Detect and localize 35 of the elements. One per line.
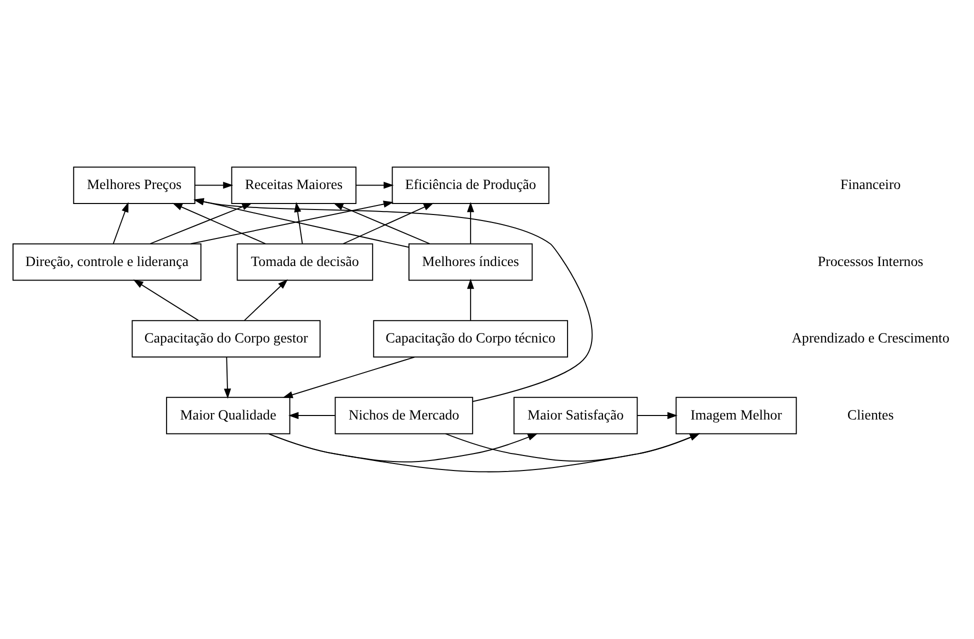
label: Aprendizado e Crescimento xyxy=(791,330,949,347)
node-box: Imagem Melhor xyxy=(675,396,796,434)
node-box: Capacitação do Corpo gestor xyxy=(131,320,320,358)
label: Financeiro xyxy=(840,177,900,194)
arrow xyxy=(193,198,592,402)
arrow xyxy=(294,202,302,244)
arrow xyxy=(466,278,474,320)
arrow xyxy=(244,279,288,321)
arrow xyxy=(444,433,700,462)
arrow xyxy=(282,356,414,398)
node-box: Tomada de decisão xyxy=(236,243,373,281)
arrow xyxy=(288,412,334,420)
node-box: Capacitação do Corpo técnico xyxy=(372,320,568,358)
arrow xyxy=(132,279,198,321)
node-box: Maior Qualidade xyxy=(166,396,290,434)
arrow xyxy=(268,433,700,472)
node-box: Melhores Preços xyxy=(72,166,195,204)
arrow xyxy=(190,200,394,244)
label: Processos Internos xyxy=(817,254,923,270)
node-box: Maior Satisfação xyxy=(513,396,638,434)
arrow xyxy=(150,202,252,244)
node-box: Eficiência de Produção xyxy=(391,166,549,204)
arrow xyxy=(636,412,678,420)
arrow xyxy=(172,202,266,244)
arrow xyxy=(194,182,233,189)
node-box: Direção, controle e liderança xyxy=(12,243,201,281)
arrow xyxy=(112,202,128,244)
arrow xyxy=(192,198,408,248)
label: Clientes xyxy=(846,407,894,424)
arrow xyxy=(466,202,474,244)
node-box: Melhores índices xyxy=(408,243,532,281)
arrow xyxy=(223,357,231,399)
node-box: Nichos de Mercado xyxy=(334,396,473,434)
node-box: Receitas Maiores xyxy=(230,166,356,204)
arrow xyxy=(355,182,394,189)
